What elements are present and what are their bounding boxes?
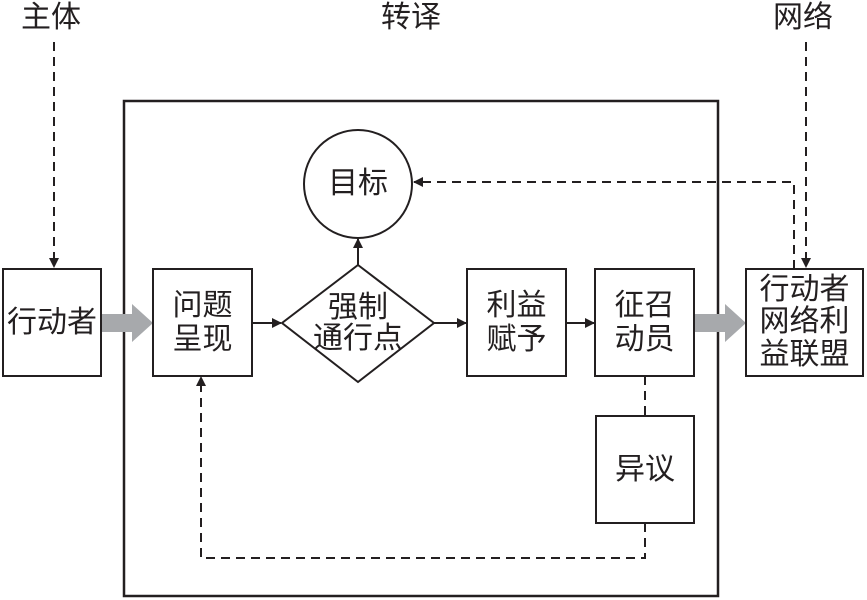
edge-actor-to-problematization <box>102 304 153 342</box>
node-problematization-line1: 问题 <box>172 287 233 323</box>
label-subject: 主体 <box>21 0 81 35</box>
label-network: 网络 <box>773 0 833 35</box>
node-opp-line1: 强制 <box>328 289 388 325</box>
node-opp: 强制 通行点 <box>282 283 434 363</box>
node-problematization-line2: 呈现 <box>172 321 233 357</box>
node-alliance-box <box>745 268 864 377</box>
node-actor-label: 行动者 <box>7 304 97 340</box>
node-problematization-box <box>152 268 253 377</box>
node-dissidence-box <box>595 415 695 524</box>
node-goal: 目标 <box>304 130 412 238</box>
node-goal-circle <box>303 129 413 239</box>
node-interessement-line2: 赋予 <box>486 321 547 357</box>
edge-dissidence-to-problematization <box>196 376 646 559</box>
node-interessement-line1: 利益 <box>486 287 547 323</box>
node-dissidence: 异议 <box>596 416 694 523</box>
node-problematization: 问题 呈现 <box>153 269 252 376</box>
node-enrolment-line1: 征召 <box>614 287 675 323</box>
node-alliance-line1: 行动者 <box>759 271 850 307</box>
node-goal-label: 目标 <box>328 166 388 202</box>
translation-frame <box>122 99 720 598</box>
node-enrolment: 征召 动员 <box>595 269 694 376</box>
edge-alliance-to-goal <box>413 177 795 269</box>
node-enrolment-line2: 动员 <box>614 321 675 357</box>
label-translation: 转译 <box>381 0 441 35</box>
node-network-alliance: 行动者 网络利 益联盟 <box>746 269 863 376</box>
node-dissidence-label: 异议 <box>615 451 675 487</box>
node-actor-box <box>2 268 102 377</box>
node-actor: 行动者 <box>3 269 101 376</box>
node-interessement: 利益 赋予 <box>467 269 566 376</box>
node-alliance-line3: 益联盟 <box>759 336 850 372</box>
edge-enrolment-to-alliance <box>695 304 746 342</box>
node-alliance-line2: 网络利 <box>759 304 850 340</box>
node-opp-line2: 通行点 <box>313 321 403 356</box>
node-opp-diamond <box>280 263 436 384</box>
